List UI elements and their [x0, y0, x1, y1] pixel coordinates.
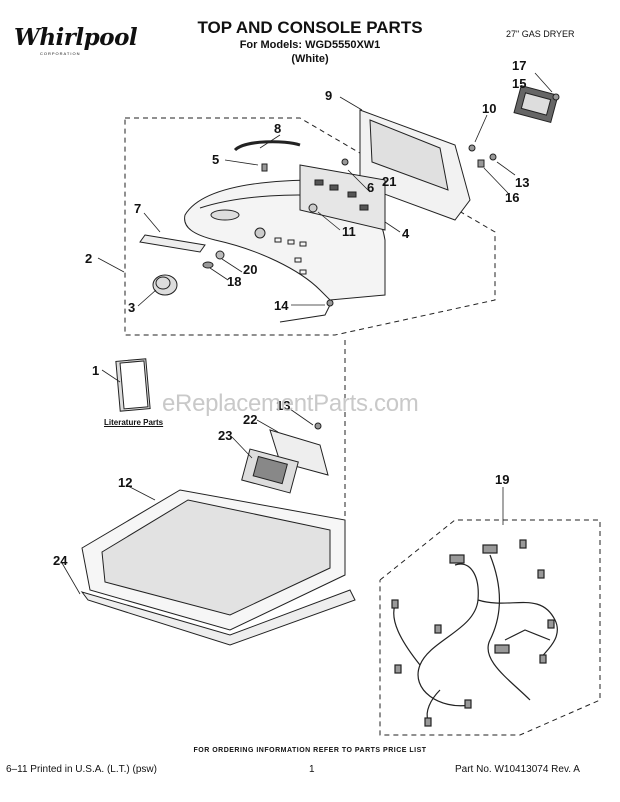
- callout-3: 3: [128, 300, 136, 315]
- part-number: Part No. W10413074 Rev. A: [455, 764, 580, 775]
- screw-13b: [314, 422, 322, 430]
- callout-9: 9: [325, 88, 333, 103]
- control-module-23: [241, 448, 299, 494]
- callout-13-upper: 13: [515, 175, 530, 190]
- literature-parts-label: Literature Parts: [104, 418, 164, 427]
- screw-17: [552, 93, 560, 101]
- callout-leaders: [61, 72, 553, 595]
- callout-8: 8: [274, 121, 282, 136]
- harness-group-outline: [379, 519, 601, 736]
- ordering-note: FOR ORDERING INFORMATION REFER TO PARTS …: [193, 747, 427, 754]
- screw-13a: [489, 153, 497, 161]
- callout-16: 16: [505, 190, 520, 205]
- main-wire-harness: [391, 539, 558, 727]
- top-gasket: [80, 589, 356, 646]
- clip-16: [477, 159, 485, 168]
- page-number: 1: [309, 764, 315, 775]
- clip-5: [261, 163, 268, 172]
- mounting-bracket-22: [269, 429, 329, 476]
- callout-2: 2: [85, 251, 93, 266]
- brand-logo: Whirlpool: [14, 24, 138, 51]
- knob-spring: [202, 261, 214, 269]
- callout-24: 24: [53, 553, 68, 568]
- watermark: eReplacementParts.com: [162, 390, 419, 417]
- top-panel: [81, 489, 346, 631]
- callout-18: 18: [227, 274, 242, 289]
- callout-15: 15: [512, 76, 527, 91]
- product-type: 27" GAS DRYER: [506, 29, 575, 39]
- brand-logo-subtitle: CORPORATION: [40, 51, 81, 56]
- console-overlay: [139, 234, 206, 253]
- callout-1: 1: [92, 363, 100, 378]
- wire-harness-small: [233, 140, 301, 152]
- control-knob: [152, 274, 178, 296]
- console-back-panel: [359, 109, 471, 221]
- callout-20: 20: [243, 262, 258, 277]
- console-group-outline: [124, 117, 496, 336]
- page-title: TOP AND CONSOLE PARTS: [197, 18, 423, 37]
- callout-13-lower: 13: [276, 398, 291, 413]
- bracket-15: [513, 84, 559, 124]
- callout-5: 5: [212, 152, 220, 167]
- print-info: 6–11 Printed in U.S.A. (L.T.) (psw): [6, 764, 157, 775]
- callout-22: 22: [243, 412, 258, 427]
- callout-17: 17: [512, 58, 527, 73]
- callout-10: 10: [482, 101, 497, 116]
- callout-12: 12: [118, 475, 133, 490]
- console-rear-wire: [279, 304, 331, 323]
- model-number: For Models: WGD5550XW1: [239, 39, 381, 51]
- callout-21: 21: [382, 174, 397, 189]
- screw-14: [326, 299, 334, 307]
- callout-4: 4: [402, 226, 410, 241]
- callout-11: 11: [342, 224, 356, 239]
- callout-23: 23: [218, 428, 233, 443]
- callout-7: 7: [134, 201, 142, 216]
- literature-booklet: [115, 358, 151, 412]
- knob-insert: [215, 250, 225, 260]
- callout-6: 6: [367, 180, 375, 195]
- encoder-11: [308, 203, 318, 213]
- screw-10: [468, 144, 476, 152]
- callout-19: 19: [495, 472, 510, 487]
- model-color: (White): [291, 53, 329, 65]
- screw-21: [341, 158, 349, 166]
- callout-14: 14: [274, 298, 289, 313]
- electronic-control-board: [299, 164, 386, 231]
